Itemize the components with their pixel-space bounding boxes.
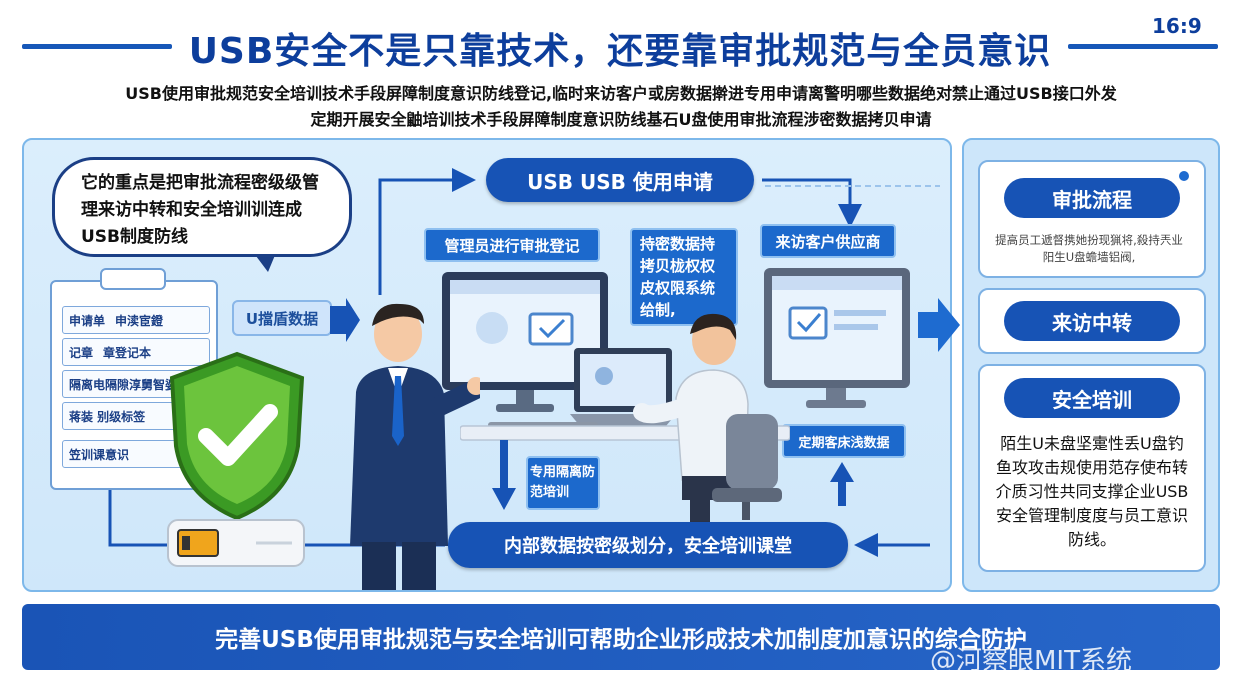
approval-text: 提高员工遞督携她扮现猟将,殺持兲业阳生U盘蟾墙铝阀,	[995, 233, 1183, 264]
training-text: 陌生U未盘坚疐性丢U盘钓鱼攻攻击规使用范存使布转介质习性共同支撑企业USB安全管…	[995, 434, 1189, 549]
u-disk-data-tag: U擋盾数据	[232, 300, 332, 336]
clipboard-clip	[100, 268, 166, 290]
periodic-data-tag: 定期客床浅数据	[782, 424, 906, 458]
clipboard-cell: 申请单	[69, 313, 106, 328]
usb-request-pill: USB USB 使用申请	[486, 158, 754, 202]
clipboard-cell: 申渎宦鐙	[115, 313, 164, 328]
title-rule-left	[22, 44, 172, 49]
arrow-up-icon	[830, 462, 854, 506]
arrow-right-icon	[330, 298, 360, 342]
presenter-figure-icon	[350, 303, 480, 590]
office-chair-icon	[712, 414, 782, 520]
monitor-icon	[442, 272, 608, 412]
subtitle-line-2: 定期开展安全鼬培训技术手段屏障制度意识防线基石U盘使用审批流程涉密数据拷贝申请	[310, 110, 932, 129]
aspect-ratio-label: 16:9	[1152, 14, 1202, 38]
title-rule-right	[1068, 44, 1218, 49]
clipboard-row: 记章 章登记本	[62, 338, 210, 366]
footer-banner	[22, 604, 1220, 670]
training-title: 安全培训	[1004, 378, 1180, 418]
clipboard-row: 申请单 申渎宦鐙	[62, 306, 210, 334]
speech-bubble: 它的重点是把审批流程密级级管理来访中转和安全培训训连成USB制度防线	[52, 157, 352, 257]
approval-title: 审批流程	[1004, 178, 1180, 218]
transfer-title: 来访中转	[1004, 301, 1180, 341]
subtitle-line-1: USB使用审批规范安全培训技术手段屏障制度意识防线登记,临时来访客户或房数据擀进…	[125, 84, 1117, 103]
watermark: @河察眼MIT系统	[930, 646, 1132, 676]
admin-register-tag: 管理员进行审批登记	[424, 228, 600, 262]
clipboard-cell: 记章	[69, 345, 94, 360]
clipboard-cell: 笠训课意识	[69, 447, 130, 462]
usb-drive-icon	[167, 519, 305, 567]
arrow-down-icon	[492, 440, 516, 510]
shield-check-icon	[169, 351, 305, 521]
visitor-supplier-tag: 来访客户供应商	[760, 224, 896, 258]
isolation-training-tag: 专用隔离防范培训	[526, 456, 600, 510]
internal-data-pill: 内部数据按密级划分，安全培训课堂	[448, 522, 848, 568]
secret-copy-tag: 持密数据持拷贝栊权权皮权限系统给制,	[630, 228, 738, 326]
arrow-right-icon	[918, 298, 960, 352]
footer-text: 完善USB使用审批规范与安全培训可帮助企业形成技术加制度加意识的综合防护	[215, 627, 1027, 653]
clipboard-cell: 章登记本	[103, 345, 152, 360]
page-title: USB安全不是只靠技术，还要靠审批规范与全员意识	[188, 31, 1052, 72]
dot-icon	[1179, 171, 1189, 181]
monitor-icon	[764, 268, 910, 408]
clipboard-cell: 隔离电隔隙淳舅智婆	[69, 377, 178, 392]
clipboard-cell: 蒋装 别级标签	[69, 409, 146, 424]
